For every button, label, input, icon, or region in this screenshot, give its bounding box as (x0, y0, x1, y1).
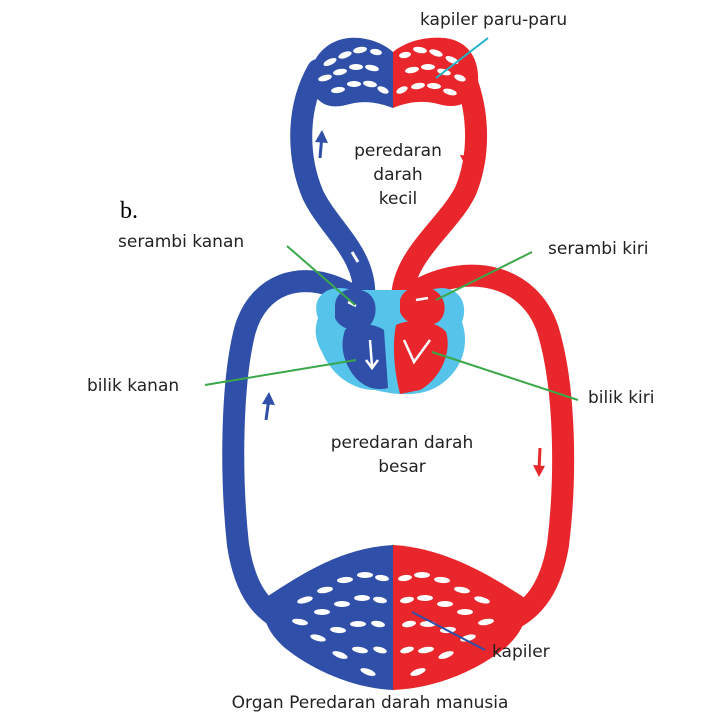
label-right-ventricle: bilik kanan (87, 376, 179, 396)
label-large-circulation-line1: peredaran darah (331, 433, 474, 453)
label-small-circulation-line1: peredaran (354, 141, 442, 161)
label-small-circulation-line3: kecil (379, 189, 418, 209)
label-left-atrium: serambi kiri (548, 239, 648, 259)
body-capillary-bed-blue (262, 545, 393, 690)
figure-marker: b. (120, 198, 138, 224)
label-large-circulation-line2: besar (378, 457, 426, 477)
right-atrium-shape (335, 289, 376, 330)
systemic-up-arrowhead (262, 392, 275, 405)
label-right-atrium: serambi kanan (118, 232, 244, 252)
systemic-down-arrowhead (533, 465, 545, 477)
label-body-capillary: kapiler (492, 642, 550, 662)
lung-capillary-bed-blue (308, 38, 393, 108)
pulmonary-up-arrowhead (315, 130, 328, 143)
label-small-circulation-line2: darah (373, 165, 422, 185)
lung-capillary-bed-red (393, 38, 478, 108)
label-lung-capillary: kapiler paru-paru (420, 10, 567, 30)
figure-caption: Organ Peredaran darah manusia (232, 693, 509, 713)
body-capillary-bed-red (393, 545, 528, 690)
heart (316, 286, 465, 394)
label-left-ventricle: bilik kiri (588, 388, 655, 408)
